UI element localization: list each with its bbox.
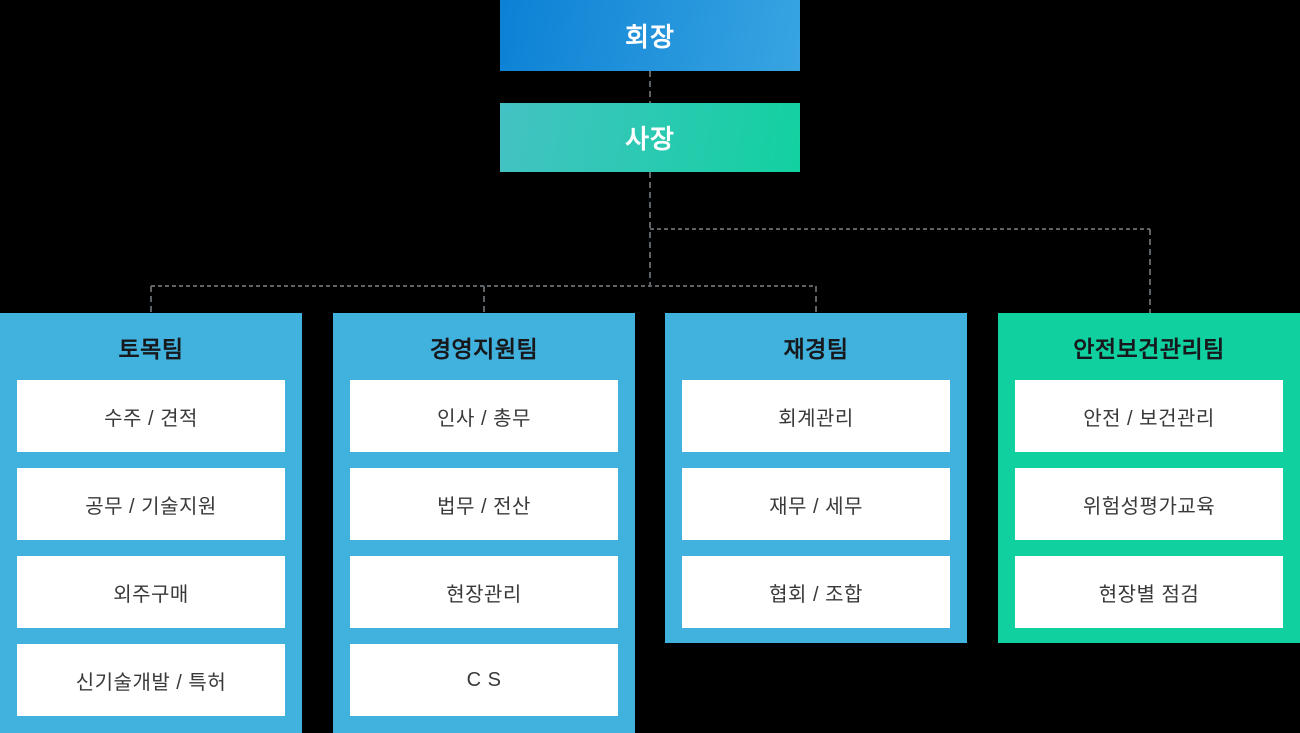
team-item: 위험성평가교육 xyxy=(1015,468,1283,540)
team-item: C S xyxy=(350,644,618,716)
team-finance-title: 재경팀 xyxy=(783,335,849,362)
team-finance: 재경팀 회계관리 재무 / 세무 협회 / 조합 xyxy=(665,313,967,643)
team-safety-health-items: 안전 / 보건관리 위험성평가교육 현장별 점검 xyxy=(998,380,1300,628)
team-civil-items: 수주 / 견적 공무 / 기술지원 외주구매 신기술개발 / 특허 xyxy=(0,380,302,716)
team-item: 현장별 점검 xyxy=(1015,556,1283,628)
team-item: 외주구매 xyxy=(17,556,285,628)
chairman-node: 회장 xyxy=(500,0,800,71)
team-item: 회계관리 xyxy=(682,380,950,452)
team-finance-items: 회계관리 재무 / 세무 협회 / 조합 xyxy=(665,380,967,628)
president-node: 사장 xyxy=(500,103,800,172)
team-management-support-items: 인사 / 총무 법무 / 전산 현장관리 C S xyxy=(333,380,635,716)
team-item: 수주 / 견적 xyxy=(17,380,285,452)
team-item: 현장관리 xyxy=(350,556,618,628)
team-safety-health-title: 안전보건관리팀 xyxy=(1073,335,1225,362)
team-civil: 토목팀 수주 / 견적 공무 / 기술지원 외주구매 신기술개발 / 특허 xyxy=(0,313,302,733)
team-item: 인사 / 총무 xyxy=(350,380,618,452)
team-civil-title: 토목팀 xyxy=(118,335,184,362)
chairman-label: 회장 xyxy=(625,22,675,52)
president-label: 사장 xyxy=(625,124,675,154)
team-item: 공무 / 기술지원 xyxy=(17,468,285,540)
team-item: 법무 / 전산 xyxy=(350,468,618,540)
team-item: 신기술개발 / 특허 xyxy=(17,644,285,716)
team-item: 안전 / 보건관리 xyxy=(1015,380,1283,452)
team-safety-health: 안전보건관리팀 안전 / 보건관리 위험성평가교육 현장별 점검 xyxy=(998,313,1300,643)
team-item: 재무 / 세무 xyxy=(682,468,950,540)
team-management-support: 경영지원팀 인사 / 총무 법무 / 전산 현장관리 C S xyxy=(333,313,635,733)
team-management-support-title: 경영지원팀 xyxy=(429,335,539,362)
team-item: 협회 / 조합 xyxy=(682,556,950,628)
